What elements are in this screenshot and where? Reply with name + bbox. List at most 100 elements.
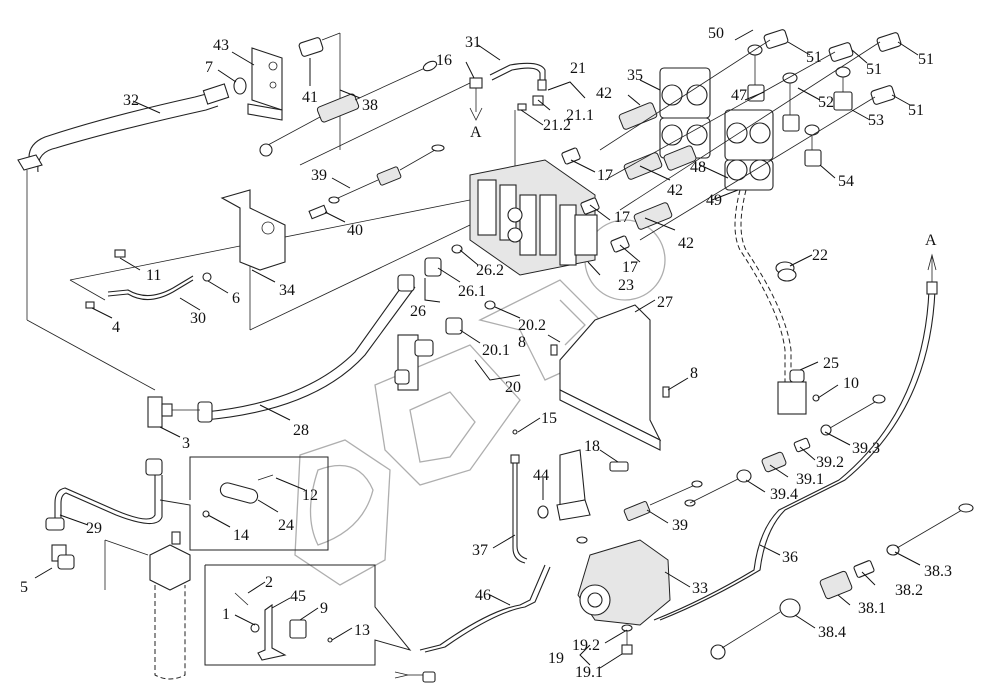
- leader-lines: [34, 29, 921, 669]
- filter-housing: [104, 531, 191, 680]
- callout-13: 13: [354, 622, 370, 639]
- callout-19-2: 19.2: [572, 637, 600, 654]
- callout-36: 36: [782, 549, 798, 566]
- callout-35: 35: [627, 67, 643, 84]
- hose-29: [45, 458, 163, 531]
- callout-53: 53: [868, 112, 884, 129]
- elbow-5: [51, 544, 75, 570]
- callout-8-right: 8: [690, 365, 698, 382]
- cable-39: [328, 144, 445, 204]
- tee-fitting-16: [299, 77, 483, 166]
- callout-51-c: 51: [918, 51, 934, 68]
- pin-40: [308, 204, 328, 220]
- callout-42-a: 42: [596, 85, 612, 102]
- callout-16: 16: [436, 52, 452, 69]
- callout-1: 1: [222, 606, 230, 623]
- callout-17-a: 17: [597, 167, 613, 184]
- tube-46: [394, 564, 551, 683]
- callout-43: 43: [213, 37, 229, 54]
- adapter-17-c: [610, 235, 630, 253]
- callout-51-a: 51: [806, 49, 822, 66]
- callout-38: 38: [362, 97, 378, 114]
- callout-27: 27: [657, 294, 673, 311]
- callout-42-b: 42: [667, 182, 683, 199]
- detail-box-clamp: [159, 456, 329, 551]
- callout-10: 10: [843, 375, 859, 392]
- callout-3: 3: [182, 435, 190, 452]
- callout-39-2: 39.2: [816, 454, 844, 471]
- coupler-42-c: [633, 202, 673, 230]
- callout-40: 40: [347, 222, 363, 239]
- callout-34: 34: [279, 282, 295, 299]
- bracket-34: [220, 189, 286, 271]
- callout-38-4: 38.4: [818, 624, 846, 641]
- callout-44: 44: [533, 467, 549, 484]
- callout-19-1: 19.1: [575, 664, 603, 681]
- adapter-18: [609, 461, 629, 472]
- callout-50: 50: [708, 25, 724, 42]
- tee-3: [26, 319, 200, 428]
- section-marker-a-top: A: [470, 124, 482, 141]
- callout-12: 12: [302, 487, 318, 504]
- o-ring-26-2: [451, 244, 463, 254]
- callout-19: 19: [548, 650, 564, 667]
- screw-10: [812, 394, 820, 402]
- callout-22: 22: [812, 247, 828, 264]
- o-ring-20-2: [484, 300, 496, 310]
- coupling-39-set: [684, 394, 886, 507]
- hose-32: [17, 83, 230, 320]
- callout-15: 15: [541, 410, 557, 427]
- callout-23: 23: [618, 277, 634, 294]
- callout-39-1: 39.1: [796, 471, 824, 488]
- callout-39-top: 39: [311, 167, 327, 184]
- callout-52: 52: [818, 94, 834, 111]
- coupler-42-a: [618, 102, 658, 130]
- callout-39-bottom: 39: [672, 517, 688, 534]
- detail-box-bracket: [204, 564, 412, 666]
- tube-30: [107, 275, 194, 301]
- callout-51-b: 51: [866, 61, 882, 78]
- fitting-11: [114, 249, 126, 258]
- adapter-17-b: [580, 197, 600, 215]
- tube-37: [510, 429, 528, 564]
- bolt-8-b: [662, 386, 670, 398]
- callout-21: 21: [570, 60, 586, 77]
- callout-2: 2: [265, 574, 273, 591]
- callout-26-2: 26.2: [476, 262, 504, 279]
- callout-47: 47: [731, 87, 747, 104]
- plug-51-d: [870, 85, 896, 105]
- nut-6: [202, 272, 212, 282]
- callout-25: 25: [823, 355, 839, 372]
- adapter-41: [298, 32, 341, 150]
- callout-49: 49: [706, 192, 722, 209]
- adapter-26-1: [424, 257, 442, 277]
- coupler-39: [576, 480, 703, 544]
- callout-5: 5: [20, 579, 28, 596]
- callout-38-3: 38.3: [924, 563, 952, 580]
- callout-30: 30: [190, 310, 206, 327]
- callout-8-mid: 8: [518, 334, 526, 351]
- callout-24: 24: [278, 517, 294, 534]
- hose-36: [653, 253, 938, 621]
- callout-45: 45: [290, 588, 306, 605]
- callout-20-2: 20.2: [518, 317, 546, 334]
- nut-7: [233, 77, 247, 95]
- dust-cap-54: [804, 124, 822, 167]
- callout-54: 54: [838, 173, 854, 190]
- callout-17-b: 17: [614, 209, 630, 226]
- callout-46: 46: [475, 587, 491, 604]
- callout-labels: 43 7 41 32 38 31 16 A 21 21.1 21.2 35 42…: [20, 25, 952, 681]
- callout-14: 14: [233, 527, 249, 544]
- bracket-27: [559, 304, 662, 451]
- adapter-20-1: [445, 317, 463, 335]
- adapter-17-a: [561, 147, 581, 165]
- callout-41: 41: [302, 89, 318, 106]
- callout-39-3: 39.3: [852, 440, 880, 457]
- callout-21-2: 21.2: [543, 117, 571, 134]
- bracket-44: [537, 449, 591, 521]
- quick-coupling-block-48: [724, 109, 774, 191]
- bolt-8-a: [550, 344, 558, 356]
- callout-37: 37: [472, 542, 488, 559]
- callout-11: 11: [146, 267, 161, 284]
